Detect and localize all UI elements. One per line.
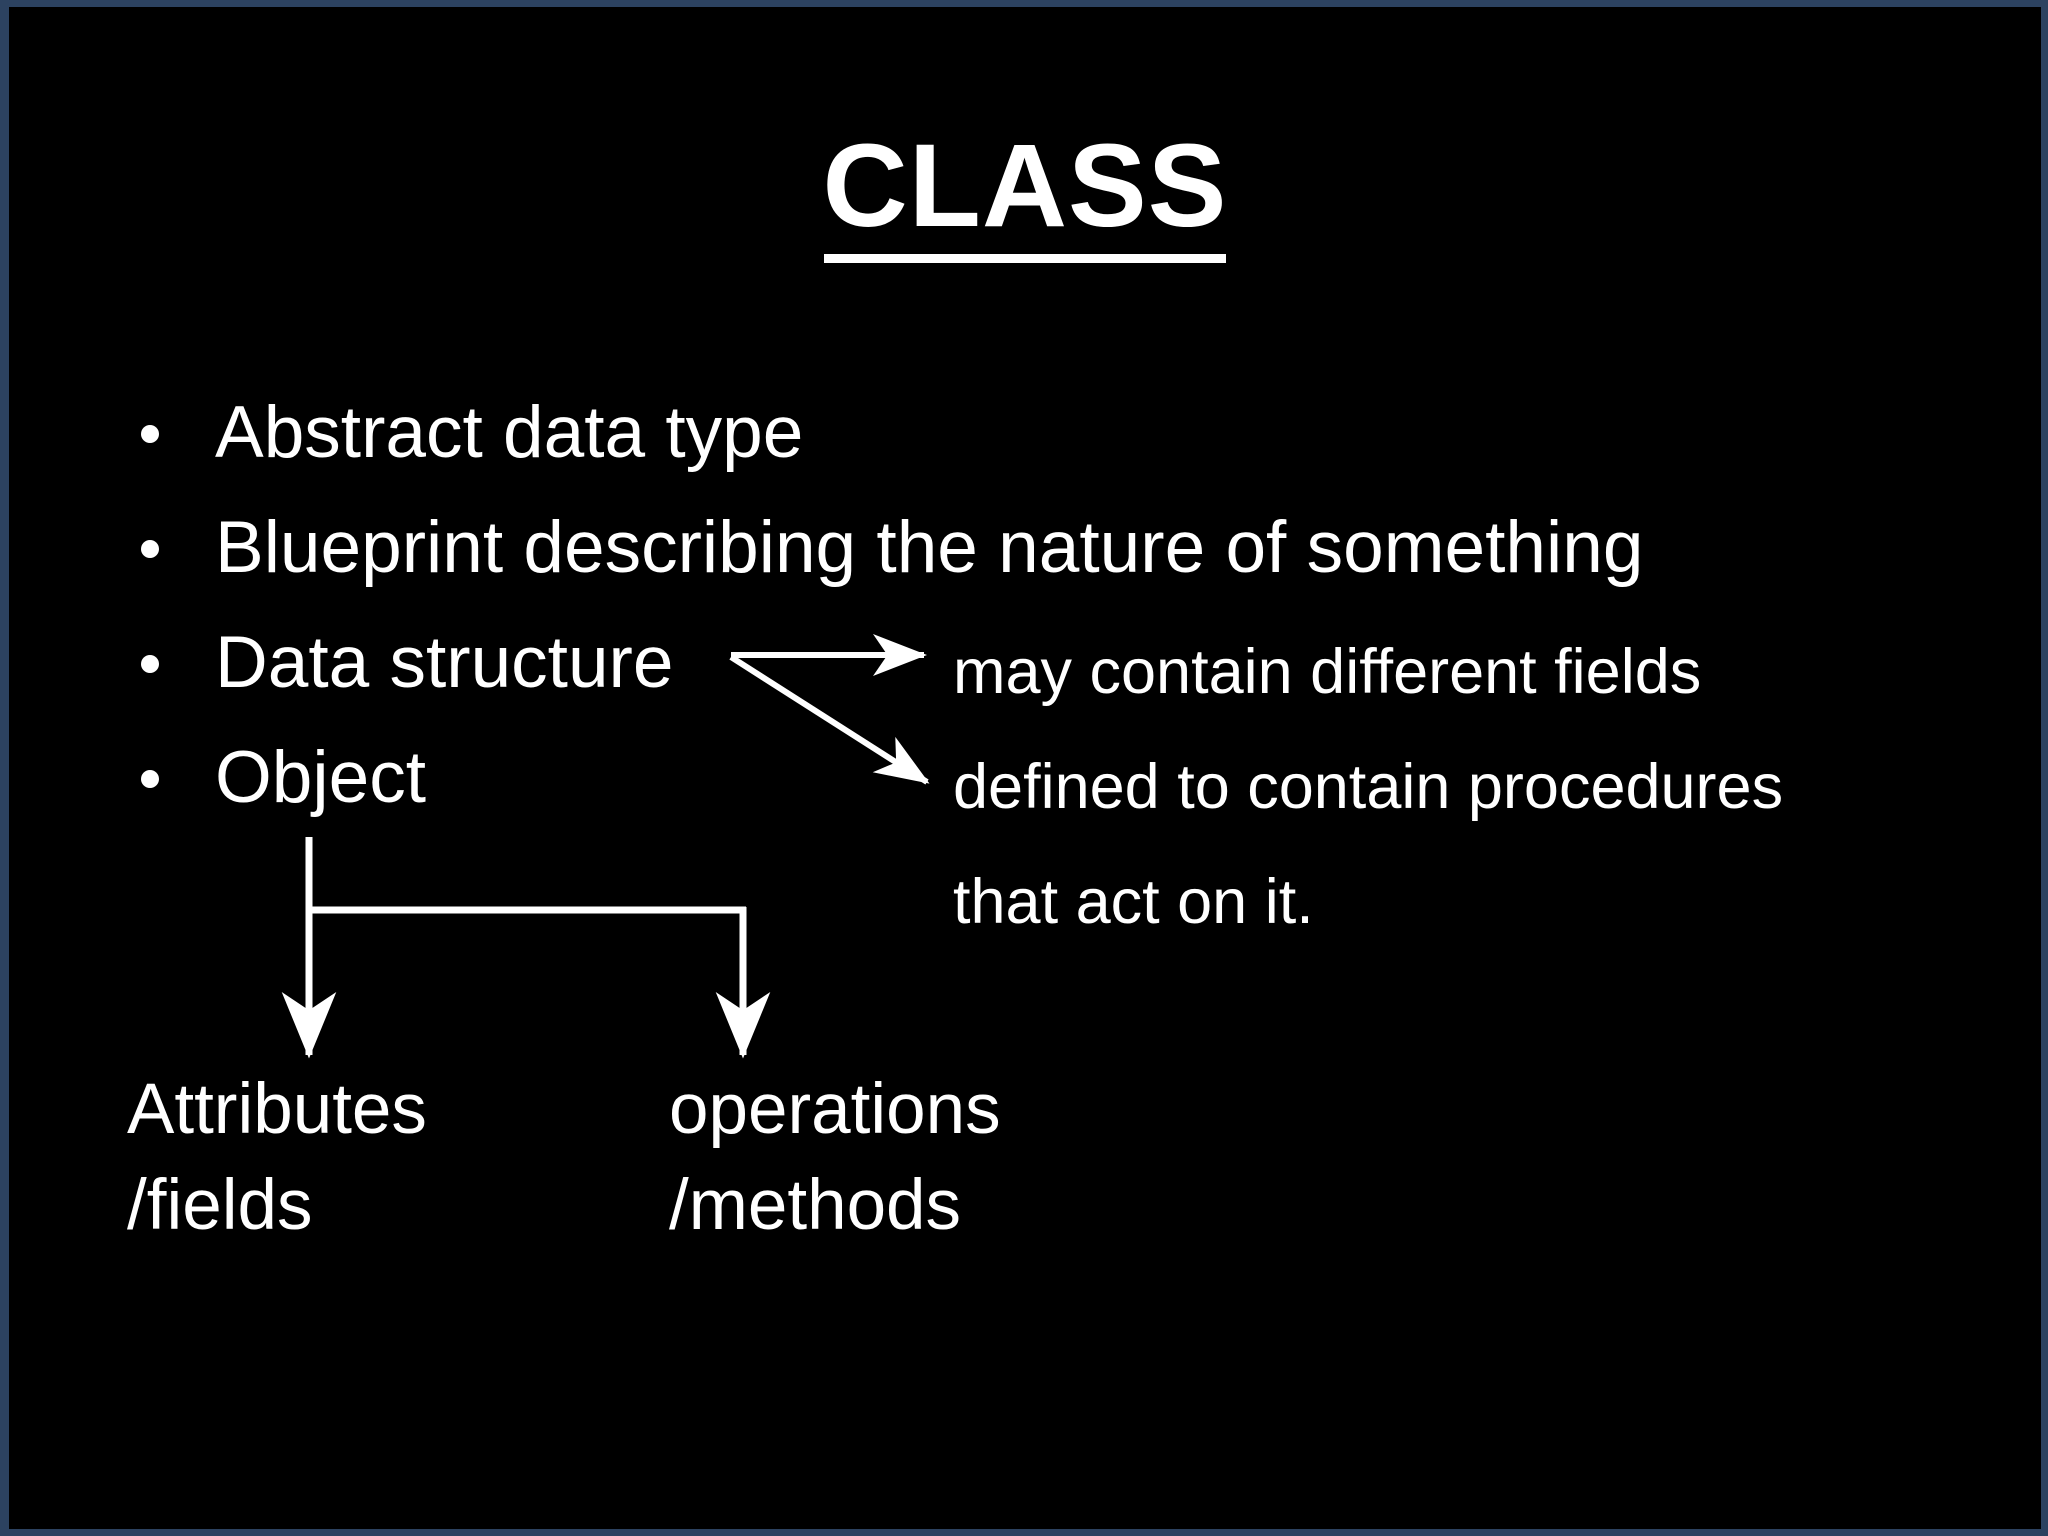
page-title: CLASS <box>823 124 1228 263</box>
bullet-label-object: Object <box>215 737 426 818</box>
tree-leaf-operations-secondary: /methods <box>669 1166 962 1245</box>
slide-canvas: CLASS Abstract data type Blueprint descr… <box>9 7 2041 1529</box>
annotation-line-fields: may contain different fields <box>953 637 1702 707</box>
tree-leaf-attributes-primary: Attributes <box>127 1070 427 1149</box>
bullet-label-data-structure: Data structure <box>215 622 674 703</box>
page-title-container: CLASS <box>9 124 2041 263</box>
tree-leaf-attributes-secondary: /fields <box>127 1166 313 1245</box>
tree-leaf-operations: operations /methods <box>669 1062 1001 1254</box>
bullet-list: Abstract data type Blueprint describing … <box>129 375 1929 835</box>
annotation-line-act-on-it: that act on it. <box>953 867 1314 937</box>
list-item: Data structure <box>129 605 1929 720</box>
bullet-dot-icon <box>141 425 159 443</box>
bullet-dot-icon <box>141 540 159 558</box>
list-item: Object <box>129 720 1929 835</box>
tree-leaf-operations-primary: operations <box>669 1070 1001 1149</box>
tree-leaf-attributes: Attributes /fields <box>127 1062 427 1254</box>
list-item: Blueprint describing the nature of somet… <box>129 490 1929 605</box>
bullet-dot-icon <box>141 770 159 788</box>
annotation-text-block: may contain different fields defined to … <box>953 615 2033 960</box>
annotation-line-procedures: defined to contain procedures <box>953 752 1784 822</box>
bullet-label-abstract-data-type: Abstract data type <box>215 392 804 473</box>
bullet-label-blueprint: Blueprint describing the nature of somet… <box>215 507 1644 588</box>
bullet-dot-icon <box>141 655 159 673</box>
list-item: Abstract data type <box>129 375 1929 490</box>
